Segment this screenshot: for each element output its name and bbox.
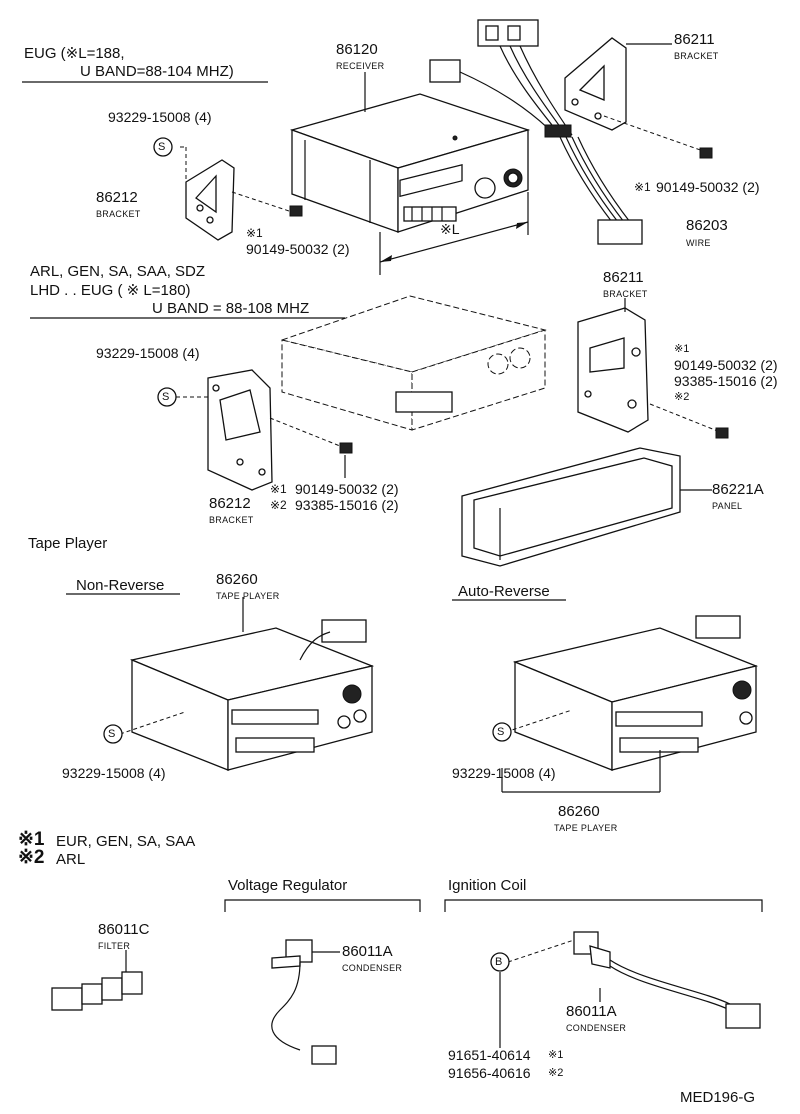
wire-number: 86203 — [686, 217, 728, 234]
receiver-number: 86120 — [336, 41, 378, 58]
tape-player-auto-reverse-drawing — [501, 615, 759, 793]
bracket-mid-left-number: 86212 — [209, 495, 251, 512]
screw-top-left-number: 90149-50032 (2) — [246, 241, 350, 257]
non-reverse-title: Non-Reverse — [76, 577, 165, 594]
screw-mid-right-number2: 93385-15016 (2) — [674, 373, 778, 389]
arl-variant-line2: LHD . . EUG ( ※ L=180) — [30, 282, 191, 299]
screw-s-ar-number: 93229-15008 (4) — [452, 765, 556, 781]
bracket-mid-right-name: BRACKET — [603, 289, 648, 299]
bolt-b-1-mark: ※1 — [548, 1049, 564, 1061]
s-symbol-ar: S — [497, 726, 505, 738]
bracket-mid-left-drawing — [176, 369, 353, 491]
screw-s-nr-number: 93229-15008 (4) — [62, 765, 166, 781]
bracket-top-right-drawing — [564, 37, 713, 159]
s-symbol-top: S — [158, 141, 166, 153]
note-1-mark: ※1 — [18, 829, 45, 850]
screw-mid-left-number1: 90149-50032 (2) — [295, 481, 399, 497]
s-symbol-mid-circle — [157, 387, 177, 407]
b-symbol: B — [495, 956, 503, 968]
screw-s-top-number: 93229-15008 (4) — [108, 109, 212, 125]
bracket-mid-left-name: BRACKET — [209, 515, 254, 525]
bracket-mid-right-drawing — [577, 298, 729, 439]
tape-player-ar-number: 86260 — [558, 803, 600, 820]
note-2-text: ARL — [56, 851, 86, 868]
ignition-coil-bracket-line — [444, 899, 763, 912]
filter-drawing — [51, 950, 143, 1011]
screw-top-right-number: 90149-50032 (2) — [656, 179, 760, 195]
screw-mid-right-number1: 90149-50032 (2) — [674, 357, 778, 373]
condenser-vr-name: CONDENSER — [342, 963, 403, 973]
receiver-drawing — [289, 93, 531, 233]
wire-harness-drawing — [429, 19, 643, 245]
s-symbol-top-circle — [153, 137, 173, 157]
eug-variant-line2: U BAND=88-104 MHZ) — [80, 63, 234, 80]
filter-name: FILTER — [98, 941, 131, 951]
panel-name: PANEL — [712, 501, 743, 511]
arl-variant-line3: U BAND = 88-108 MHZ — [152, 300, 310, 317]
screw-mid-left-mark2: ※2 — [270, 498, 287, 512]
screw-mid-right-mark2: ※2 — [674, 391, 690, 403]
condenser-vr-drawing — [271, 939, 340, 1065]
dimension-l-label: ※L — [440, 221, 460, 237]
tape-player-non-reverse-drawing — [119, 597, 375, 771]
panel-drawing — [461, 447, 712, 567]
figure-code: MED196-G — [680, 1089, 756, 1106]
wire-name: WIRE — [686, 238, 711, 248]
bracket-top-left-drawing — [180, 146, 303, 241]
bracket-top-left-name: BRACKET — [96, 209, 141, 219]
note-2-mark: ※2 — [18, 847, 45, 868]
condenser-ic-number: 86011A — [566, 1003, 617, 1020]
bracket-top-left-number: 86212 — [96, 189, 138, 206]
screw-mid-right-mark1: ※1 — [674, 343, 690, 355]
condenser-ic-drawing — [499, 931, 761, 1048]
dimension-l — [379, 192, 529, 275]
screw-mid-left-number2: 93385-15016 (2) — [295, 497, 399, 513]
screw-mid-left-mark1: ※1 — [270, 482, 287, 496]
note-1-text: EUR, GEN, SA, SAA — [56, 833, 196, 850]
arl-variant-line1: ARL, GEN, SA, SAA, SDZ — [30, 263, 206, 280]
eug-variant-line1: EUG (※L=188, — [24, 45, 125, 62]
s-symbol-mid: S — [162, 391, 170, 403]
auto-reverse-title: Auto-Reverse — [458, 583, 550, 600]
ignition-coil-title: Ignition Coil — [448, 877, 527, 894]
voltage-regulator-bracket-line — [224, 899, 421, 912]
bolt-b-2-number: 91656-40616 — [448, 1065, 531, 1081]
screw-s-mid-number: 93229-15008 (4) — [96, 345, 200, 361]
panel-number: 86221A — [712, 481, 764, 498]
tape-player-nr-number: 86260 — [216, 571, 258, 588]
condenser-vr-number: 86011A — [342, 943, 393, 960]
tape-player-nr-name: TAPE PLAYER — [216, 591, 280, 601]
b-symbol-circle — [490, 952, 510, 972]
tape-player-section-title: Tape Player — [28, 535, 108, 552]
s-symbol-nr: S — [108, 728, 116, 740]
receiver-outline-arl — [280, 295, 547, 431]
screw-top-left-mark: ※1 — [246, 226, 263, 240]
voltage-regulator-title: Voltage Regulator — [228, 877, 348, 894]
bolt-b-1-number: 91651-40614 — [448, 1047, 531, 1063]
receiver-name: RECEIVER — [336, 61, 385, 71]
bracket-top-right-number: 86211 — [674, 31, 715, 48]
s-symbol-ar-circle — [492, 722, 512, 742]
bracket-top-right-name: BRACKET — [674, 51, 719, 61]
filter-number: 86011C — [98, 921, 150, 938]
condenser-ic-name: CONDENSER — [566, 1023, 627, 1033]
screw-top-right-mark: ※1 — [634, 180, 651, 194]
s-symbol-nr-circle — [103, 724, 123, 744]
bolt-b-2-mark: ※2 — [548, 1067, 564, 1079]
tape-player-ar-name: TAPE PLAYER — [554, 823, 618, 833]
bracket-mid-right-number: 86211 — [603, 269, 644, 286]
